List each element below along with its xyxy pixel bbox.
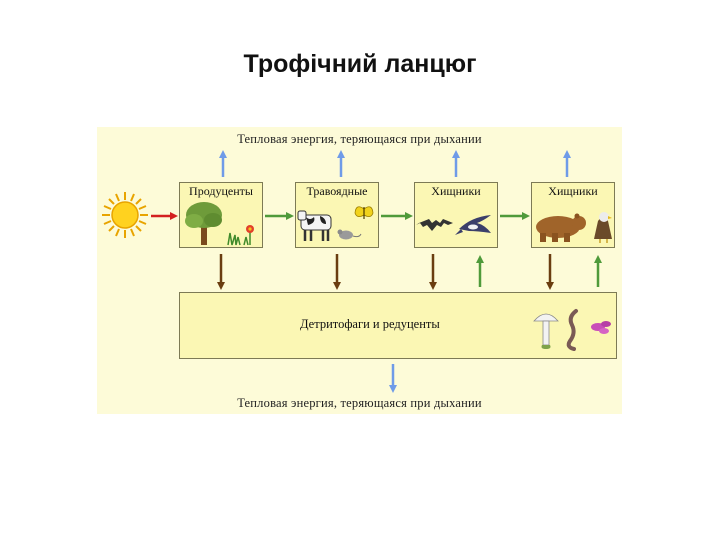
butterfly-icon xyxy=(354,206,374,219)
trophic-chain-diagram: Тепловая энергия, теряющаяся при дыхании… xyxy=(97,127,622,414)
bat-icon xyxy=(416,219,453,231)
flower-icon xyxy=(243,225,254,246)
eagle-icon xyxy=(594,212,612,243)
herbivores-art xyxy=(297,206,374,241)
tree-icon xyxy=(185,202,254,246)
energy-flow-arrows xyxy=(151,150,602,393)
sun-icon xyxy=(102,192,148,238)
decomposers-art xyxy=(533,309,611,351)
predators-primary-box: Хищники xyxy=(414,182,498,248)
earthworm-icon xyxy=(566,309,578,351)
bacteria-icon xyxy=(591,321,611,334)
heat-loss-label-top: Тепловая энергия, теряющаяся при дыхании xyxy=(237,132,482,146)
slide-title: Трофічний ланцюг xyxy=(243,50,477,78)
herbivores-label: Травоядные xyxy=(306,184,368,198)
herbivores-box: Травоядные xyxy=(295,182,379,248)
swallow-icon xyxy=(455,215,491,235)
producers-box: Продуценты xyxy=(179,182,263,248)
heat-loss-label-bottom: Тепловая энергия, теряющаяся при дыхании xyxy=(237,396,482,410)
cow-icon xyxy=(297,210,332,241)
predators-top-label: Хищники xyxy=(548,184,598,198)
predators-top-box: Хищники xyxy=(531,182,615,248)
mouse-icon xyxy=(337,229,362,240)
predators-primary-art xyxy=(416,215,491,235)
predators-primary-label: Хищники xyxy=(431,184,481,198)
bear-icon xyxy=(536,213,586,242)
detritivores-decomposers-label: Детритофаги и редуценты xyxy=(300,317,440,331)
mushroom-icon xyxy=(533,313,559,349)
producers-label: Продуценты xyxy=(189,184,253,198)
detritivores-decomposers-box: Детритофаги и редуценты xyxy=(179,292,617,359)
predators-top-art xyxy=(536,212,612,243)
grass-icon xyxy=(227,232,241,246)
